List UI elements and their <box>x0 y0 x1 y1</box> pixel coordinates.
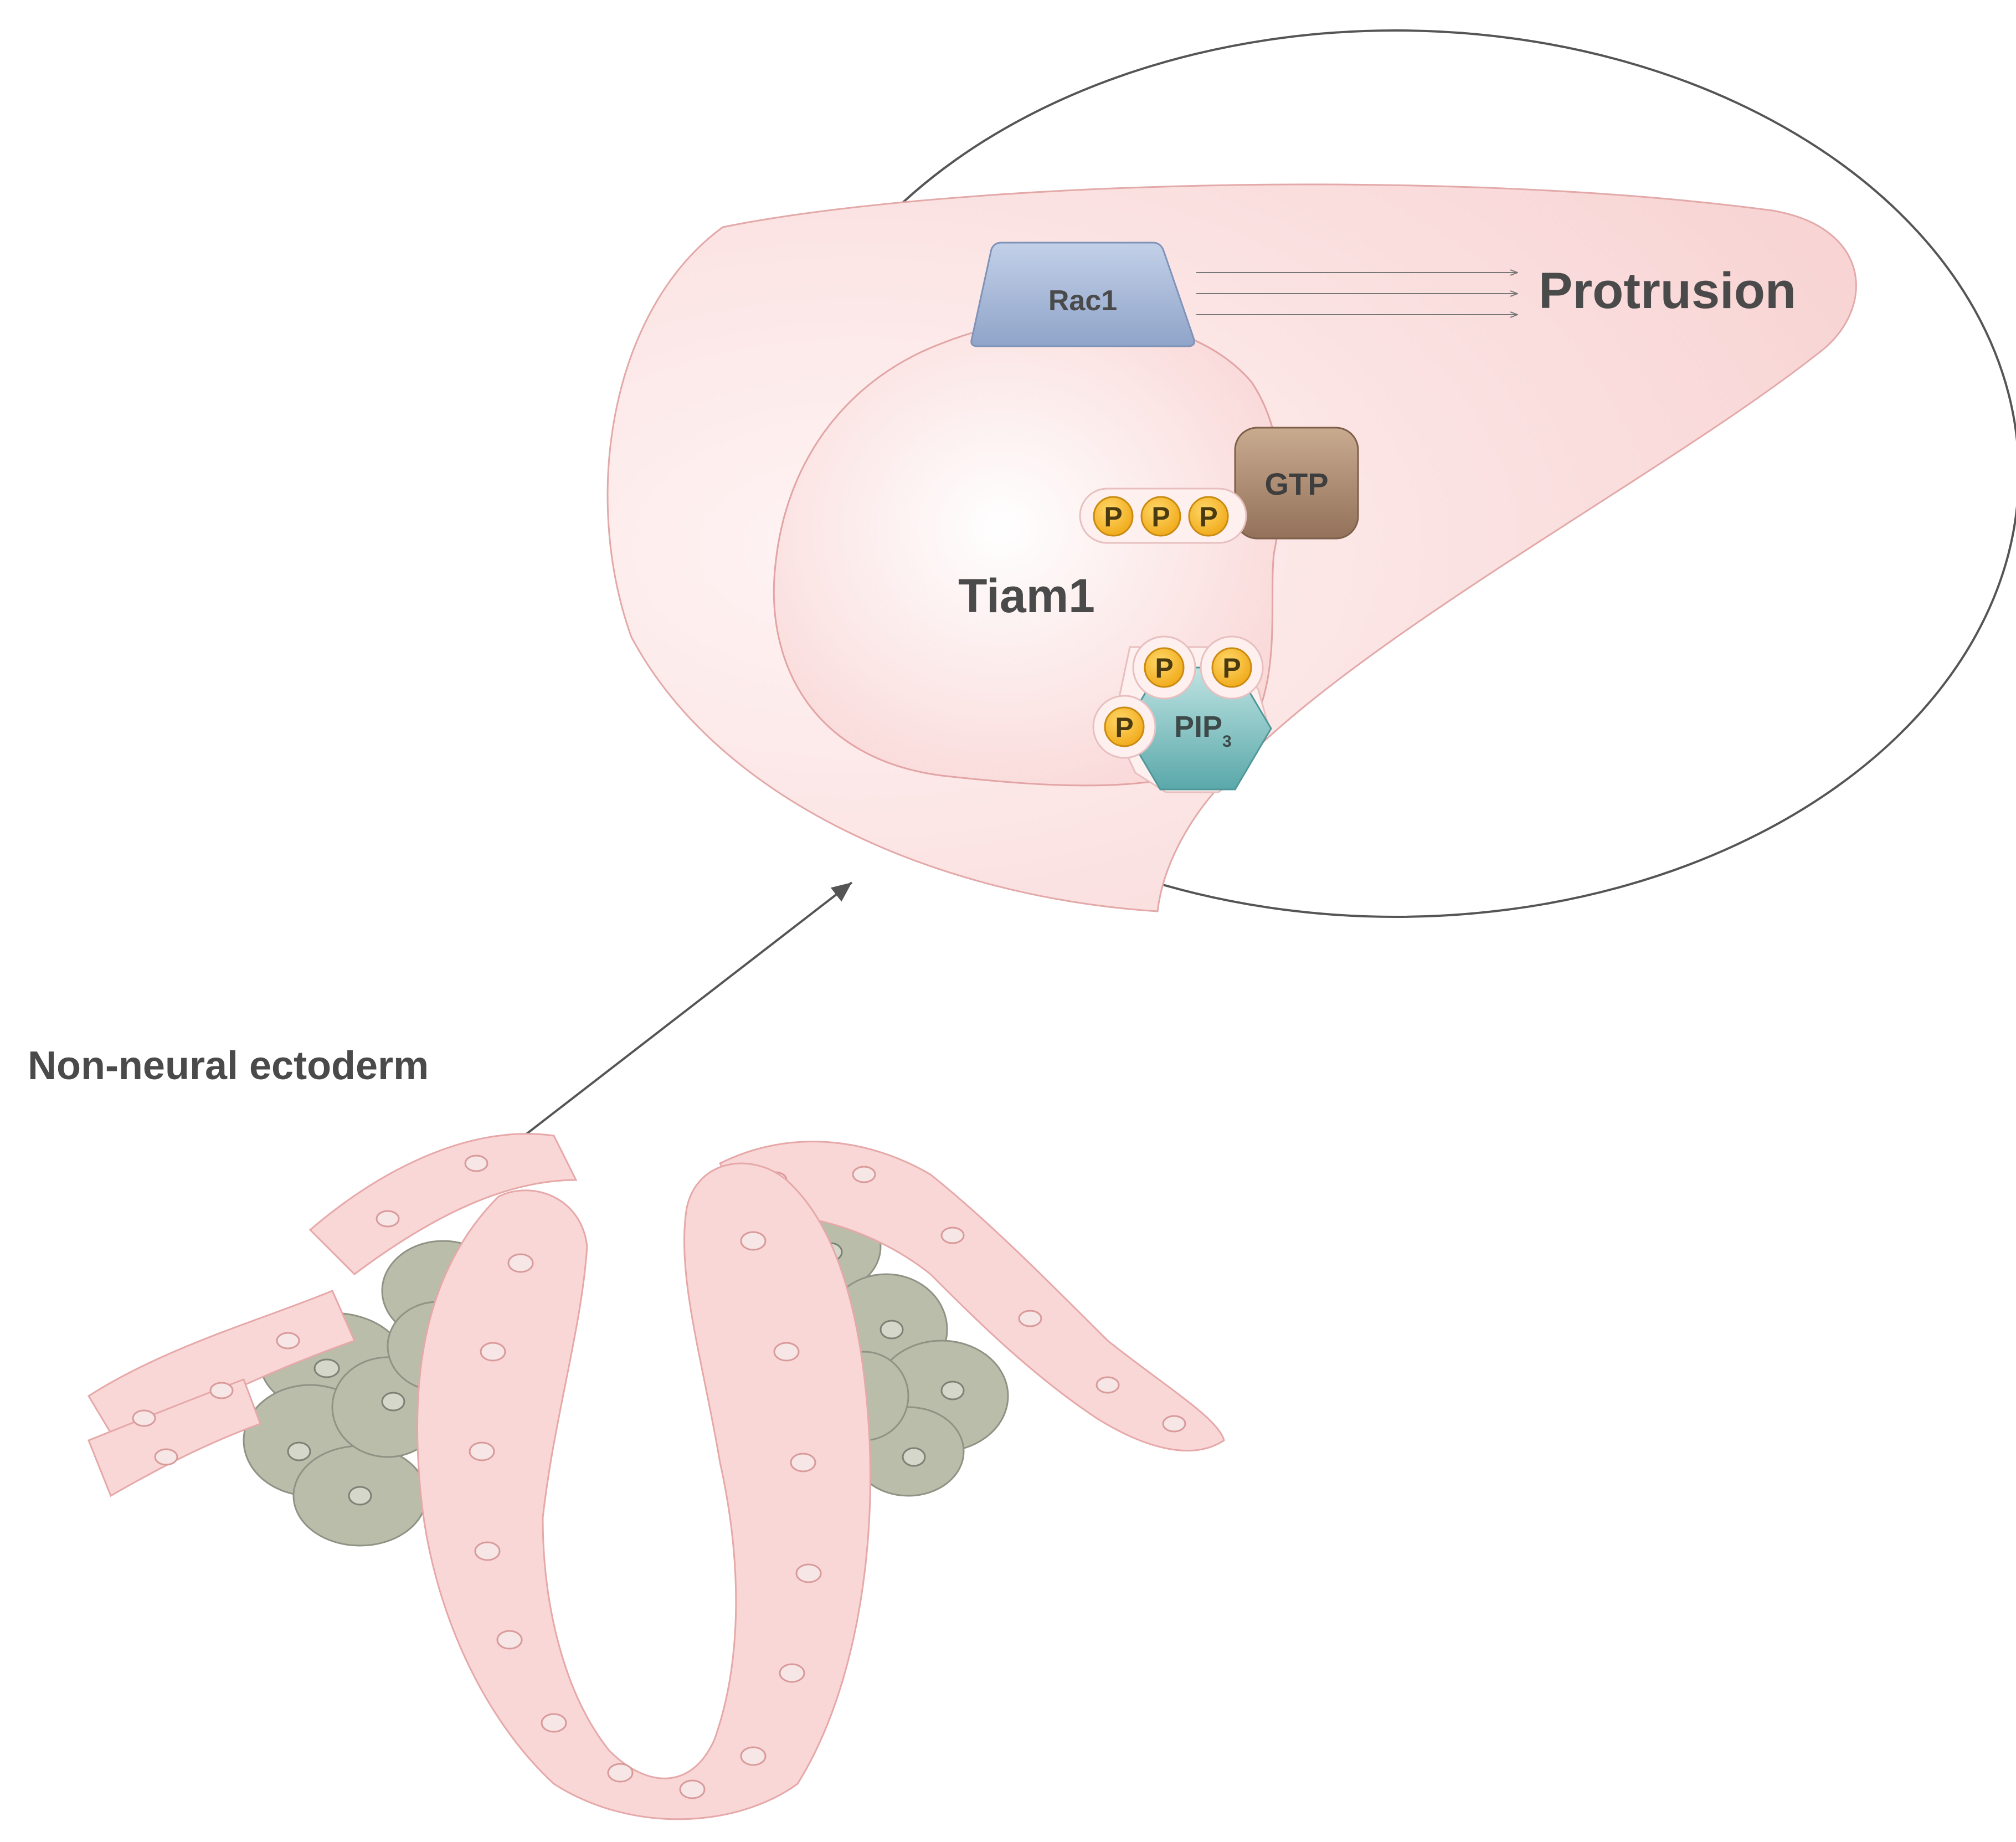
pip3-label: PIP3 <box>1174 710 1232 751</box>
phosphate-3: P <box>1188 496 1229 537</box>
phosphate-1: P <box>1093 496 1134 537</box>
pip3-molecule: PIP3 P P P <box>1092 635 1272 793</box>
svg-text:P: P <box>1199 501 1217 532</box>
pip3-phosphate-1: P <box>1092 695 1156 759</box>
phosphate-2: P <box>1140 496 1181 537</box>
protrusion-label: Protrusion <box>1539 263 1796 319</box>
svg-text:P: P <box>1104 501 1122 532</box>
rac1-label: Rac1 <box>1048 285 1117 317</box>
neural-fold-tissue <box>87 1133 1225 1820</box>
ectoderm-right-arm <box>718 1141 1225 1451</box>
svg-text:P: P <box>1155 653 1173 684</box>
zoom-pointer-arrow <box>507 881 853 1149</box>
svg-text:P: P <box>1115 712 1133 743</box>
neural-plate <box>416 1162 871 1820</box>
zoom-inset: Rac1 Protrusion GTP P P <box>606 29 2016 918</box>
pip3-phosphate-3: P <box>1200 635 1264 700</box>
rac1-protein: Rac1 <box>970 242 1195 347</box>
svg-text:P: P <box>1222 653 1241 684</box>
gtp-label: GTP <box>1264 466 1328 501</box>
tiam1-label: Tiam1 <box>958 569 1095 623</box>
gtp-phosphate-chain: P P P <box>1079 488 1247 544</box>
gtp-molecule: GTP <box>1234 427 1359 540</box>
pip3-phosphate-2: P <box>1132 635 1196 700</box>
ectoderm-left-arm <box>87 1133 578 1497</box>
protrusion-arrows <box>1196 273 1518 315</box>
tissue-label: Non-neural ectoderm <box>28 1044 429 1088</box>
svg-text:P: P <box>1151 501 1170 532</box>
